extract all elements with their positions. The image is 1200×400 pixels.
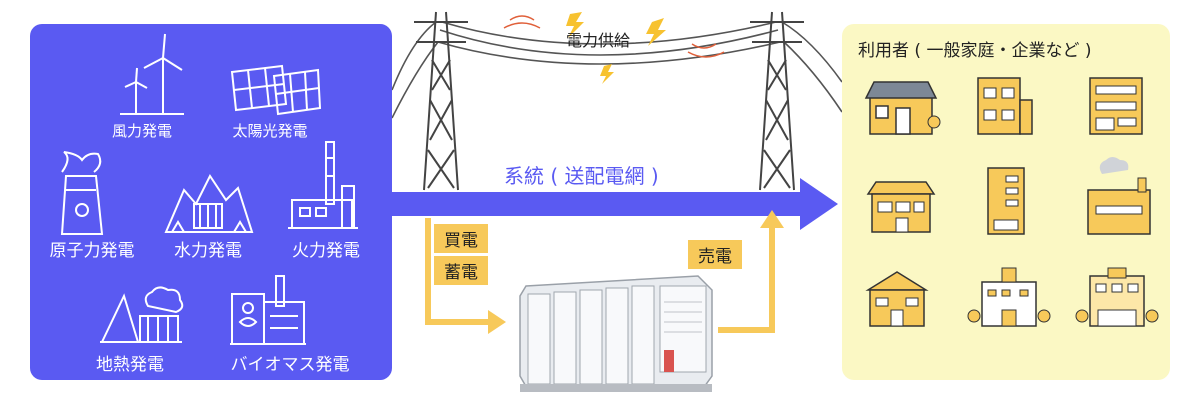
geothermal-plant-icon bbox=[100, 286, 184, 343]
apartment-small-icon bbox=[977, 77, 1033, 135]
office-building-icon bbox=[987, 167, 1025, 235]
grid-arrow bbox=[392, 178, 838, 230]
house-icon bbox=[866, 181, 936, 233]
solar-label: 太陽光発電 bbox=[232, 122, 308, 140]
nuclear-label: 原子力発電 bbox=[49, 241, 135, 261]
buy-power-tag: 買電 bbox=[434, 224, 488, 253]
thermal-plant-icon bbox=[288, 141, 358, 229]
storage-arrows bbox=[425, 210, 784, 334]
nuclear-plant-icon bbox=[60, 151, 104, 235]
thermal-label: 火力発電 bbox=[292, 241, 360, 261]
grid-label: 系統 ( 送配電網 ) bbox=[504, 164, 659, 188]
hydro-dam-icon bbox=[164, 174, 254, 233]
biomass-label: バイオマス発電 bbox=[230, 355, 350, 375]
solar-panel-icon bbox=[230, 64, 322, 116]
factory-icon bbox=[1087, 157, 1151, 235]
shop-building-icon bbox=[1075, 267, 1159, 327]
sell-power-tag: 売電 bbox=[688, 240, 742, 269]
house-solar-icon bbox=[864, 81, 941, 135]
store-power-tag: 蓄電 bbox=[434, 256, 488, 285]
power-supply-label: 電力供給 bbox=[566, 31, 631, 50]
transmission-lines bbox=[392, 11, 842, 191]
battery-storage-unit bbox=[519, 275, 713, 392]
wind-label: 風力発電 bbox=[111, 122, 173, 140]
school-icon bbox=[865, 271, 929, 327]
geothermal-label: 地熱発電 bbox=[96, 355, 164, 375]
hospital-icon bbox=[967, 267, 1051, 327]
wind-turbine-icon bbox=[120, 33, 184, 115]
users-title: 利用者 ( 一般家庭・企業など ) bbox=[858, 41, 1092, 61]
biomass-plant-icon bbox=[230, 275, 306, 345]
hydro-label: 水力発電 bbox=[174, 241, 242, 261]
apartment-large-icon bbox=[1089, 77, 1143, 135]
generation-panel bbox=[30, 24, 392, 380]
